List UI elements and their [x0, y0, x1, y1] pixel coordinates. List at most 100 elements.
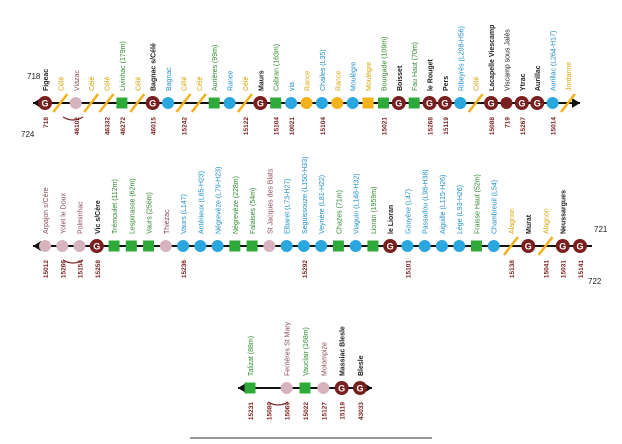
end-label: 722 — [588, 277, 602, 286]
station-code: 718 — [43, 117, 50, 128]
station-label: Chazes (71m) — [336, 190, 343, 234]
station-code: 15101 — [405, 260, 412, 278]
station-square-marker — [246, 240, 258, 252]
station-label: Aurillac (L264-H17) — [551, 31, 558, 91]
station-code: 15141 — [578, 260, 585, 278]
station-g-letter: G — [257, 99, 264, 109]
station-code: 15119 — [443, 117, 450, 135]
station-circle-marker — [349, 240, 362, 252]
station-g-letter: G — [387, 242, 394, 252]
river-crossing-icon — [98, 93, 115, 113]
station-circle-marker — [315, 97, 328, 109]
station-g-marker — [89, 239, 104, 253]
station-g-letter: G — [441, 99, 448, 109]
station-label: Lège (L93-H26) — [457, 185, 464, 234]
station-g-letter: G — [559, 242, 566, 252]
station-circle-marker — [546, 97, 559, 109]
station: Négrevèze (228m) — [229, 176, 241, 252]
station: Thiézac — [159, 209, 172, 252]
station: Viaguin (L148-H32) — [349, 173, 362, 252]
station: Vaurs (L147)15236 — [177, 194, 190, 278]
brace-mark — [62, 259, 84, 264]
station-label: Chambreuil (L54) — [492, 180, 499, 234]
station-label: Viaguin (L148-H32) — [354, 173, 361, 234]
station: Fau Haut (70m) — [408, 42, 420, 109]
station-square-marker — [299, 382, 311, 394]
station-label: Jordanne — [566, 62, 573, 91]
station: Vaurs (256m) — [143, 192, 155, 252]
station: Moulègre — [362, 62, 374, 109]
station-code: 15236 — [181, 260, 188, 278]
station: Chailes (L35)15104 — [315, 49, 328, 135]
station: Gle Lioran — [383, 205, 398, 253]
station-code: 15069 — [285, 402, 292, 420]
station-code: 15292 — [302, 260, 309, 278]
station: Antérieux (L85-H23) — [194, 171, 207, 252]
station: Jordanne — [560, 62, 576, 113]
station-circle-marker — [317, 382, 330, 394]
station-label: Polminhac — [78, 201, 85, 234]
station-label: Célé — [135, 76, 142, 91]
station-code: 15104 — [274, 117, 281, 135]
station-code: 15119 — [340, 402, 347, 420]
station-label: Ytrac — [520, 73, 527, 91]
station-code: 46332 — [105, 117, 112, 135]
station-circle-marker — [280, 240, 293, 252]
station-code: 10021 — [289, 117, 296, 135]
end-label: 724 — [21, 130, 35, 139]
station-circle-marker — [487, 240, 500, 252]
station-g-marker — [437, 96, 452, 110]
station-label: Veyrière (L81-H22) — [319, 175, 326, 234]
station-square-marker — [244, 382, 256, 394]
station-label: le Lioran — [388, 205, 395, 234]
station-circle-marker — [454, 97, 467, 109]
station-code: 719 — [504, 117, 511, 128]
station-g-marker — [253, 96, 268, 110]
station-label: Seguissouze (L150-H33) — [302, 157, 309, 234]
station-label: Passadou (L98-H38) — [423, 169, 430, 234]
station-g-marker — [521, 239, 536, 253]
station-g-marker — [555, 239, 570, 253]
station-square-marker — [367, 240, 379, 252]
station-label: Célé — [243, 76, 250, 91]
station-code: 43033 — [358, 402, 365, 420]
station-label: Bagnac — [166, 67, 173, 91]
station: Talizat (88m)15231 — [244, 336, 256, 420]
station-label: Viscamp sous Jalès — [504, 29, 511, 91]
station-code: 15021 — [381, 117, 388, 135]
station-g-letter: G — [534, 99, 541, 109]
river-crossing-icon — [560, 93, 576, 113]
station-code: 15041 — [543, 260, 550, 278]
station: Gouyère (L47)15101 — [401, 189, 414, 278]
station-square-marker — [208, 97, 220, 109]
station: Ribeyrès (L208-H56) — [454, 26, 467, 109]
station: Fraisse Haut (52m) — [470, 174, 482, 252]
station: Aurières (99m) — [208, 45, 220, 109]
station-code: 15080 — [266, 402, 273, 420]
station: Lespinasse (62m) — [125, 178, 137, 252]
station: Célé — [52, 76, 69, 113]
station-code: 15258 — [95, 260, 102, 278]
station-circle-marker — [500, 97, 513, 109]
station-circle-marker — [453, 240, 466, 252]
station-g-marker — [484, 96, 499, 110]
station-label: Fau Haut (70m) — [412, 42, 419, 91]
station: Elbaret (L73-H27) — [280, 178, 293, 252]
station-label: Neussargues — [561, 190, 568, 234]
station-label: Viazac — [74, 70, 81, 91]
station-label: Figeac — [43, 69, 50, 91]
river-crossing-icon — [502, 236, 519, 256]
station-square-marker — [270, 97, 282, 109]
station: Aurillac (L264-H17)15014 — [546, 31, 559, 135]
brace-mark — [267, 401, 289, 406]
station-g-letter: G — [149, 99, 156, 109]
